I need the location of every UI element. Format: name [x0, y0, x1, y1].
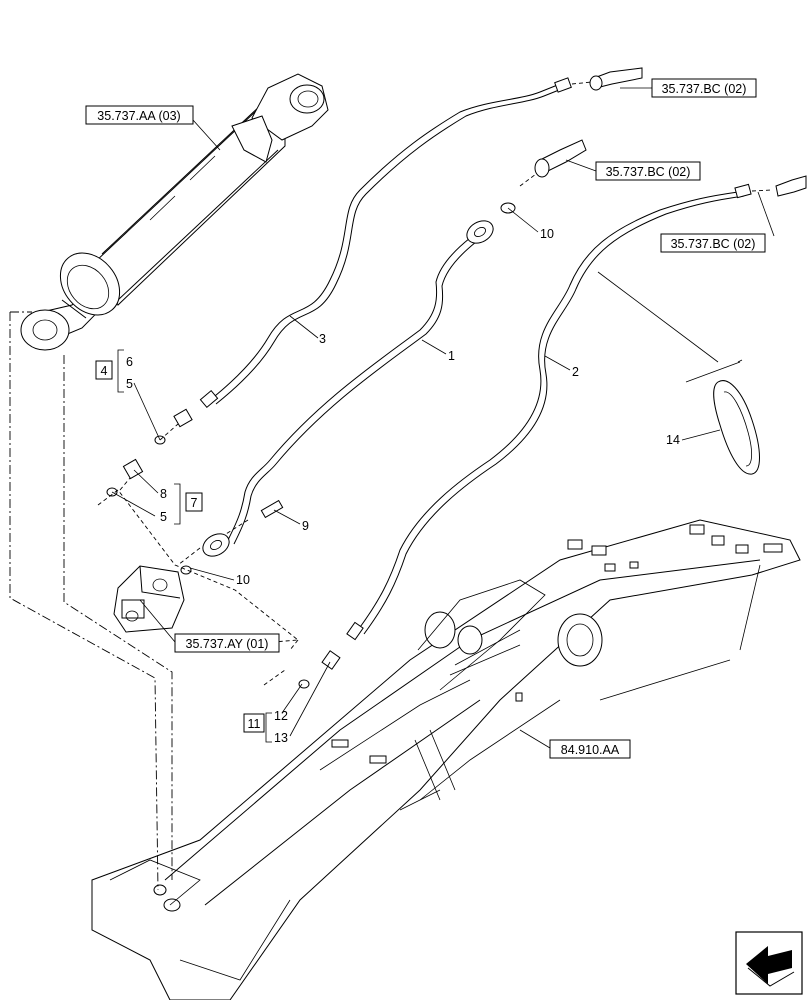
- boom-structure: [91, 519, 801, 1000]
- kit-box-4[interactable]: 4: [95, 360, 113, 380]
- kit-box-7[interactable]: 7: [185, 492, 203, 512]
- svg-text:84.910.AA: 84.910.AA: [561, 743, 620, 757]
- svg-text:4: 4: [101, 364, 108, 378]
- svg-text:35.737.AA (03): 35.737.AA (03): [97, 109, 180, 123]
- valve-block: [113, 565, 185, 633]
- callout-1: 1: [448, 349, 455, 363]
- ref-label-bc-right[interactable]: 35.737.BC (02): [660, 233, 766, 253]
- hose-3: [199, 77, 572, 409]
- svg-text:35.737.BC (02): 35.737.BC (02): [662, 82, 747, 96]
- callout-13: 13: [274, 731, 288, 745]
- fitting-right: [751, 175, 807, 197]
- arrow-icon[interactable]: [735, 931, 803, 995]
- svg-text:35.737.AY (01): 35.737.AY (01): [186, 637, 269, 651]
- ref-label-bc-mid[interactable]: 35.737.BC (02): [595, 161, 701, 181]
- callout-14: 14: [666, 433, 680, 447]
- svg-text:7: 7: [191, 496, 198, 510]
- callout-10a: 10: [540, 227, 554, 241]
- callout-10b: 10: [236, 573, 250, 587]
- svg-text:11: 11: [248, 717, 261, 731]
- ref-label-bc-top[interactable]: 35.737.BC (02): [651, 78, 757, 98]
- callout-5a: 5: [126, 377, 133, 391]
- callout-9: 9: [302, 519, 309, 533]
- hose-2: [346, 183, 752, 641]
- fitting-mid: [500, 139, 587, 214]
- fitting-top: [571, 67, 643, 91]
- cable-tie: [713, 380, 760, 475]
- callout-5b: 5: [160, 510, 167, 524]
- callout-12: 12: [274, 709, 288, 723]
- svg-text:35.737.BC (02): 35.737.BC (02): [671, 237, 756, 251]
- callout-8: 8: [160, 487, 167, 501]
- ref-label-cylinder[interactable]: 35.737.AA (03): [85, 105, 194, 125]
- leader-lines: [111, 87, 775, 749]
- callout-2: 2: [572, 365, 579, 379]
- callout-3: 3: [319, 332, 326, 346]
- hydraulic-cylinder: [20, 73, 329, 351]
- kit-brackets: [117, 349, 272, 743]
- kit-box-11[interactable]: 11: [243, 713, 265, 733]
- connection-lines: [9, 311, 300, 891]
- ref-label-boom[interactable]: 84.910.AA: [549, 739, 631, 759]
- hose-1: [202, 220, 494, 557]
- callout-6: 6: [126, 355, 133, 369]
- ref-label-ay[interactable]: 35.737.AY (01): [174, 633, 280, 653]
- svg-text:35.737.BC (02): 35.737.BC (02): [606, 165, 691, 179]
